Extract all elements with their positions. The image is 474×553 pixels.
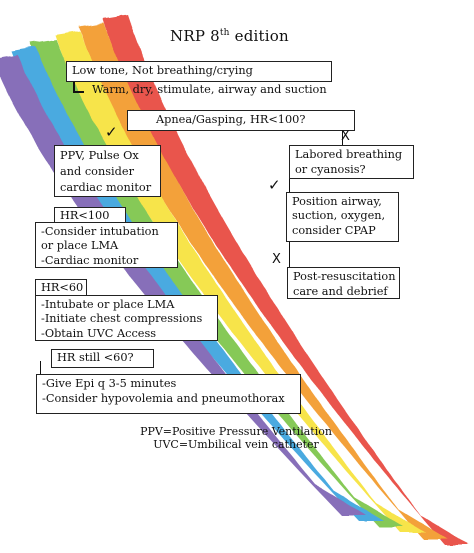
final-line-1: -Give Epi q 3-5 minutes xyxy=(42,377,177,390)
rainbow-band-purple xyxy=(0,55,366,515)
title-main: NRP 8 xyxy=(170,27,220,45)
node-hr100-actions: -Consider intubation or place LMA -Cardi… xyxy=(35,222,178,268)
hr60-line-3: -Obtain UVC Access xyxy=(41,326,157,340)
position-line-2: suction, oxygen, xyxy=(292,209,386,223)
node-apnea: Apnea/Gasping, HR<100? xyxy=(127,110,355,131)
hr100-line-1: -Consider intubation xyxy=(41,225,159,238)
connector-hrstill xyxy=(40,361,41,375)
rainbow-band-green xyxy=(31,39,404,527)
node-labored: Labored breathing or cyanosis? xyxy=(289,145,414,179)
connector-arrow xyxy=(73,91,84,93)
title-superscript: th xyxy=(219,28,230,38)
position-line-3: consider CPAP xyxy=(292,223,376,237)
node-warm: Warm, dry, stimulate, airway and suction xyxy=(92,83,327,96)
footnote-uvc: UVC=Umbilical vein catheter xyxy=(153,438,319,451)
hr60-line-1: -Intubate or place LMA xyxy=(41,298,175,311)
node-ppv: PPV, Pulse Ox and consider cardiac monit… xyxy=(54,145,161,197)
title-rest: edition xyxy=(229,27,289,45)
node-start: Low tone, Not breathing/crying xyxy=(66,61,332,82)
connector-start-warm xyxy=(73,82,75,93)
ppv-line-1: PPV, Pulse Ox xyxy=(60,149,139,162)
post-line-2: care and debrief xyxy=(293,284,388,298)
no-x-icon: X xyxy=(272,252,281,267)
rainbow-band-blue xyxy=(11,47,384,521)
node-post: Post-resuscitation care and debrief xyxy=(287,267,400,299)
footnotes: PPV=Positive Pressure Ventilation UVC=Um… xyxy=(124,425,348,451)
node-hrstill-question: HR still <60? xyxy=(51,349,154,368)
post-line-1: Post-resuscitation xyxy=(293,270,396,283)
final-line-2: -Consider hypovolemia and pneumothorax xyxy=(42,391,285,405)
yes-check-icon: ✓ xyxy=(268,176,281,194)
footnote-ppv: PPV=Positive Pressure Ventilation xyxy=(140,425,332,438)
ppv-line-3: cardiac monitor xyxy=(60,180,152,194)
labored-line-2: or cyanosis? xyxy=(295,162,366,176)
diagram-title: NRP 8th edition xyxy=(170,27,289,45)
no-x-icon: X xyxy=(341,129,350,144)
node-position: Position airway, suction, oxygen, consid… xyxy=(286,192,399,242)
hr60-line-2: -Initiate chest compressions xyxy=(41,312,203,326)
connector-apnea-labored xyxy=(342,131,343,145)
labored-line-1: Labored breathing xyxy=(295,148,403,161)
ppv-line-2: and consider xyxy=(60,164,134,178)
hr100-line-2: or place LMA xyxy=(41,239,119,253)
position-line-1: Position airway, xyxy=(292,195,382,208)
node-hr60-actions: -Intubate or place LMA -Initiate chest c… xyxy=(35,295,218,341)
yes-check-icon: ✓ xyxy=(105,123,118,141)
hr100-line-3: -Cardiac monitor xyxy=(41,253,139,267)
node-hr60-question: HR<60 xyxy=(35,279,87,296)
node-final-actions: -Give Epi q 3-5 minutes -Consider hypovo… xyxy=(36,374,301,414)
